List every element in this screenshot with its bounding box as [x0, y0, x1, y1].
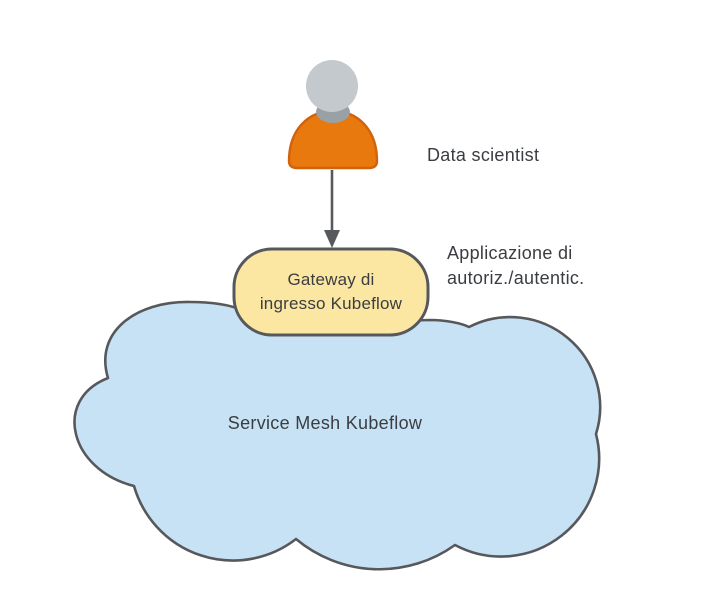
person-body-icon [287, 109, 379, 170]
gateway-node-box [232, 247, 430, 337]
data-scientist-icon [287, 60, 379, 170]
gateway-label-line2: ingresso Kubeflow [259, 294, 403, 313]
data-scientist-label: Data scientist [427, 145, 540, 165]
person-head-icon [306, 60, 358, 112]
actor-to-gateway-arrowhead-icon [324, 230, 340, 248]
auth-app-label: Applicazione di autoriz./autentic. [447, 241, 584, 291]
gateway-label-line1: Gateway di [287, 270, 375, 289]
service-mesh-label: Service Mesh Kubeflow [227, 413, 423, 433]
gateway-node-label: Gateway di ingresso Kubeflow [234, 249, 428, 335]
auth-app-label-line1: Applicazione di [447, 243, 573, 263]
auth-app-label-line2: autoriz./autentic. [447, 268, 585, 288]
